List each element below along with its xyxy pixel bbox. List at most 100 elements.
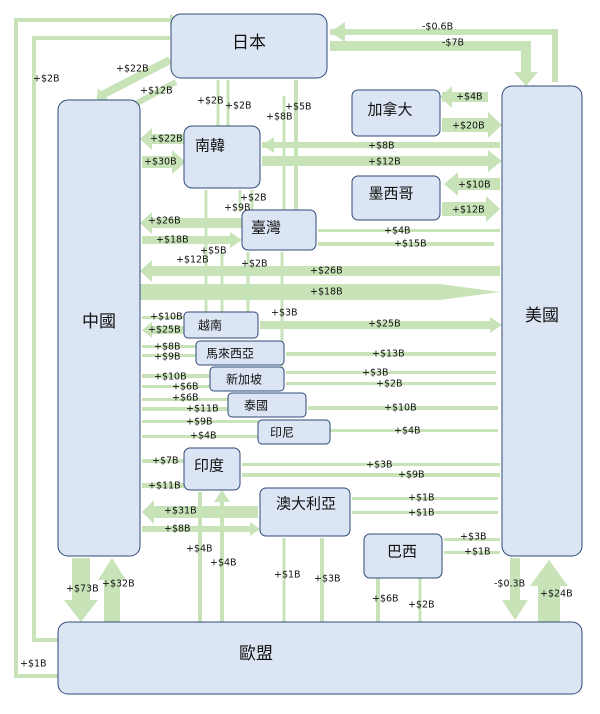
flow-label: +$12B	[368, 157, 401, 168]
flow-label: +$13B	[372, 349, 405, 360]
flow-kr-us-8-head	[262, 137, 274, 153]
flow-label: +$2B	[33, 74, 60, 85]
flow-label: +$22B	[116, 64, 149, 75]
flow-in-us-9	[242, 473, 500, 477]
flow-label: +$25B	[368, 319, 401, 330]
flow-label: +$9B	[154, 352, 181, 363]
flow-cn-au-8-head	[250, 522, 260, 536]
flow-au-cn-31	[152, 506, 258, 518]
node-malaysia	[195, 340, 285, 366]
flow-au-cn-31-head	[142, 500, 154, 524]
flow-th-cn-6	[142, 398, 228, 401]
flow-label: +$2B	[408, 600, 435, 611]
flow-label: +$10B	[150, 312, 183, 323]
flow-label: +$8B	[368, 141, 395, 152]
flow-label: +$2B	[241, 259, 268, 270]
node-usa	[501, 85, 583, 557]
flow-label: +$9B	[224, 203, 251, 214]
flow-label: +$30B	[144, 157, 177, 168]
node-korea-label: 南韓	[195, 137, 225, 155]
node-australia-label: 澳大利亞	[276, 495, 336, 513]
flow-jp-us-large-head	[514, 72, 538, 86]
flow-label: +$7B	[152, 456, 179, 467]
flow-cn-my-8	[142, 345, 196, 348]
flow-label: +$8B	[164, 524, 191, 535]
flow-tw-cn-26	[150, 218, 242, 228]
flow-cn-kr-30	[142, 156, 174, 168]
flow-us-cn-26	[150, 266, 500, 276]
flow-eu-jp-outer	[14, 18, 170, 678]
node-mexico-label: 墨西哥	[368, 185, 413, 203]
flow-label: +$2B	[225, 101, 252, 112]
flow-label: +$22B	[150, 134, 183, 145]
node-singapore-label: 新加坡	[226, 372, 262, 387]
flow-label: +$2B	[240, 193, 267, 204]
node-canada	[351, 89, 441, 137]
node-china-label: 中國	[82, 312, 116, 332]
flow-kr-cn-22-head	[140, 128, 152, 150]
flow-vn-cn-25	[150, 326, 184, 334]
flow-kr-us-12-head	[488, 150, 502, 172]
flow-cn-tw-18-head	[230, 232, 242, 248]
flow-label: +$73B	[66, 584, 99, 595]
flow-cn-th-11	[142, 407, 228, 411]
flow-cn-kr-30-head	[172, 150, 186, 174]
flow-kr-us-12	[262, 156, 488, 166]
flow-label: +$4B	[186, 544, 213, 555]
flow-my-us-13	[286, 352, 496, 356]
flow-cn-us-18	[140, 284, 500, 300]
node-taiwan	[241, 209, 317, 251]
flow-au-us-1b	[352, 511, 498, 514]
node-korea	[183, 125, 261, 189]
flow-label: +$1B	[274, 570, 301, 581]
flow-mx-us-10-head	[444, 172, 458, 196]
node-eu-label: 歐盟	[239, 644, 273, 664]
flow-mx-us-12-head	[486, 196, 500, 222]
flow-label: +$6B	[172, 382, 199, 393]
flow-label: +$10B	[154, 372, 187, 383]
flow-tw-us-4	[318, 229, 500, 232]
node-thailand	[227, 392, 307, 418]
flow-cn-vn-10	[142, 316, 184, 319]
flow-vn-cn-25-head	[142, 322, 152, 338]
flow-tw-cn-26-head	[140, 212, 152, 234]
flow-mx-us-12	[442, 202, 488, 216]
node-indonesia-label: 印尼	[270, 426, 294, 440]
flow-ca-us-20	[442, 118, 490, 132]
flow-label: +$3B	[362, 368, 389, 379]
flow-label: +$1B	[464, 547, 491, 558]
node-vietnam-label: 越南	[198, 318, 222, 333]
flow-ca-us-4	[442, 92, 488, 102]
flow-us-cn-26-head	[140, 260, 152, 282]
flow-vn-us-25	[260, 321, 492, 329]
flow-cn-jp	[98, 56, 172, 100]
flow-label: +$5B	[200, 246, 227, 257]
flow-label: +$10B	[384, 403, 417, 414]
flow-label: +$9B	[398, 470, 425, 481]
node-canada-label: 加拿大	[367, 101, 412, 119]
flow-label: +$24B	[540, 589, 573, 600]
flow-us-eu-neg-head	[502, 600, 528, 620]
flow-us-br-3	[444, 538, 500, 541]
flow-label: -$7B	[442, 38, 464, 49]
flow-label: +$1B	[408, 493, 435, 504]
flow-label: +$18B	[310, 287, 343, 298]
flow-label: +$2B	[376, 379, 403, 390]
flow-jp-eu-inner	[32, 36, 170, 642]
flow-cn-id-4	[142, 435, 258, 438]
flow-eu-us-24-head	[530, 560, 568, 586]
flow-label: +$15B	[394, 239, 427, 250]
flow-label: +$4B	[456, 92, 483, 103]
flow-eu-cn-32	[104, 578, 120, 622]
flow-label: +$12B	[452, 205, 485, 216]
flow-label: -$0.6B	[422, 22, 453, 33]
flow-cn-tw-18	[142, 236, 230, 244]
flow-label: +$1B	[408, 508, 435, 519]
flow-sg-cn-6	[142, 385, 210, 388]
flow-tw-us-15	[318, 242, 494, 246]
flow-mx-us-10	[456, 178, 500, 190]
node-singapore	[209, 366, 285, 392]
flow-label: +$8B	[266, 112, 293, 123]
flow-us-sg-3	[286, 371, 496, 374]
